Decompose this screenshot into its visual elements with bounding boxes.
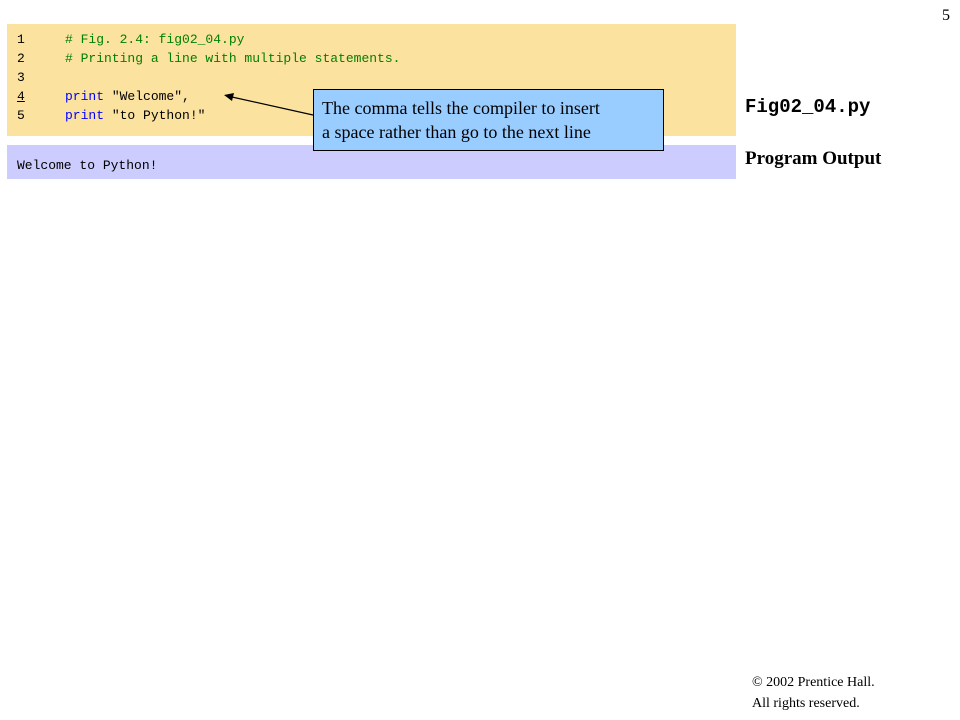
callout-line-1: The comma tells the compiler to insert — [322, 98, 600, 118]
copyright-line-2: All rights reserved. — [752, 696, 860, 711]
copyright: © 2002 Prentice Hall. All rights reserve… — [752, 672, 875, 714]
string-literal: "to Python!" — [111, 108, 206, 123]
print-keyword: print — [65, 108, 105, 123]
filename-label: Fig02_04.py — [745, 96, 871, 118]
code-line-1: 1 # Fig. 2.4: fig02_04.py — [17, 30, 400, 49]
code-statement: print "to Python!" — [65, 106, 205, 125]
print-keyword: print — [65, 89, 105, 104]
line-number: 5 — [17, 108, 25, 123]
code-comment: # Fig. 2.4: fig02_04.py — [65, 32, 245, 47]
callout-line-2: a space rather than go to the next line — [322, 122, 591, 142]
code-comment: # Printing a line with multiple statemen… — [65, 51, 401, 66]
program-output-label: Program Output — [745, 148, 882, 169]
line-number: 2 — [17, 51, 25, 66]
code-line-4: 4 print "Welcome", — [17, 87, 400, 106]
line-number: 3 — [17, 70, 25, 85]
string-literal: "Welcome" — [111, 89, 183, 104]
slide-number: 5 — [942, 7, 950, 24]
code-line-5: 5 print "to Python!" — [17, 106, 400, 125]
code-line-3: 3 — [17, 68, 400, 87]
program-output-text: Welcome to Python! — [17, 158, 158, 173]
callout-box: The comma tells the compiler to insert a… — [313, 89, 664, 151]
code-line-2: 2 # Printing a line with multiple statem… — [17, 49, 400, 68]
comma: , — [182, 89, 190, 104]
copyright-text: 2002 Prentice Hall. — [766, 675, 875, 690]
code-lines: 1 # Fig. 2.4: fig02_04.py 2 # Printing a… — [17, 30, 400, 125]
arrow-line — [231, 96, 314, 116]
arrow-head-icon — [224, 93, 234, 101]
code-statement: print "Welcome", — [65, 87, 190, 106]
line-number: 1 — [17, 32, 25, 47]
copyright-icon: © — [752, 675, 763, 690]
copyright-line-1: © 2002 Prentice Hall. — [752, 672, 875, 693]
line-number: 4 — [17, 89, 25, 104]
